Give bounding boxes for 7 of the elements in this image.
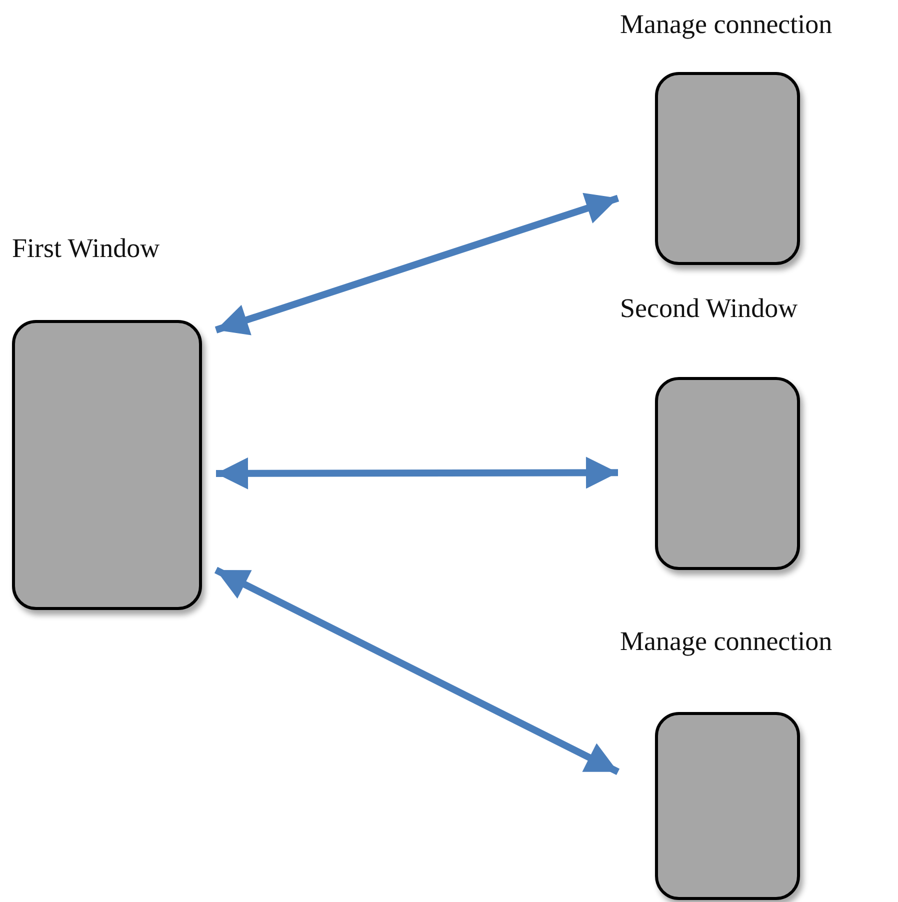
window-title: First Window: [12, 232, 160, 264]
double-arrow: [216, 456, 618, 490]
window-title: Second Window: [620, 292, 798, 324]
window-title: Manage connection: [620, 625, 832, 658]
window-title: Manage connection: [620, 8, 832, 40]
double-arrow: [214, 192, 620, 336]
double-arrow: [214, 566, 620, 776]
